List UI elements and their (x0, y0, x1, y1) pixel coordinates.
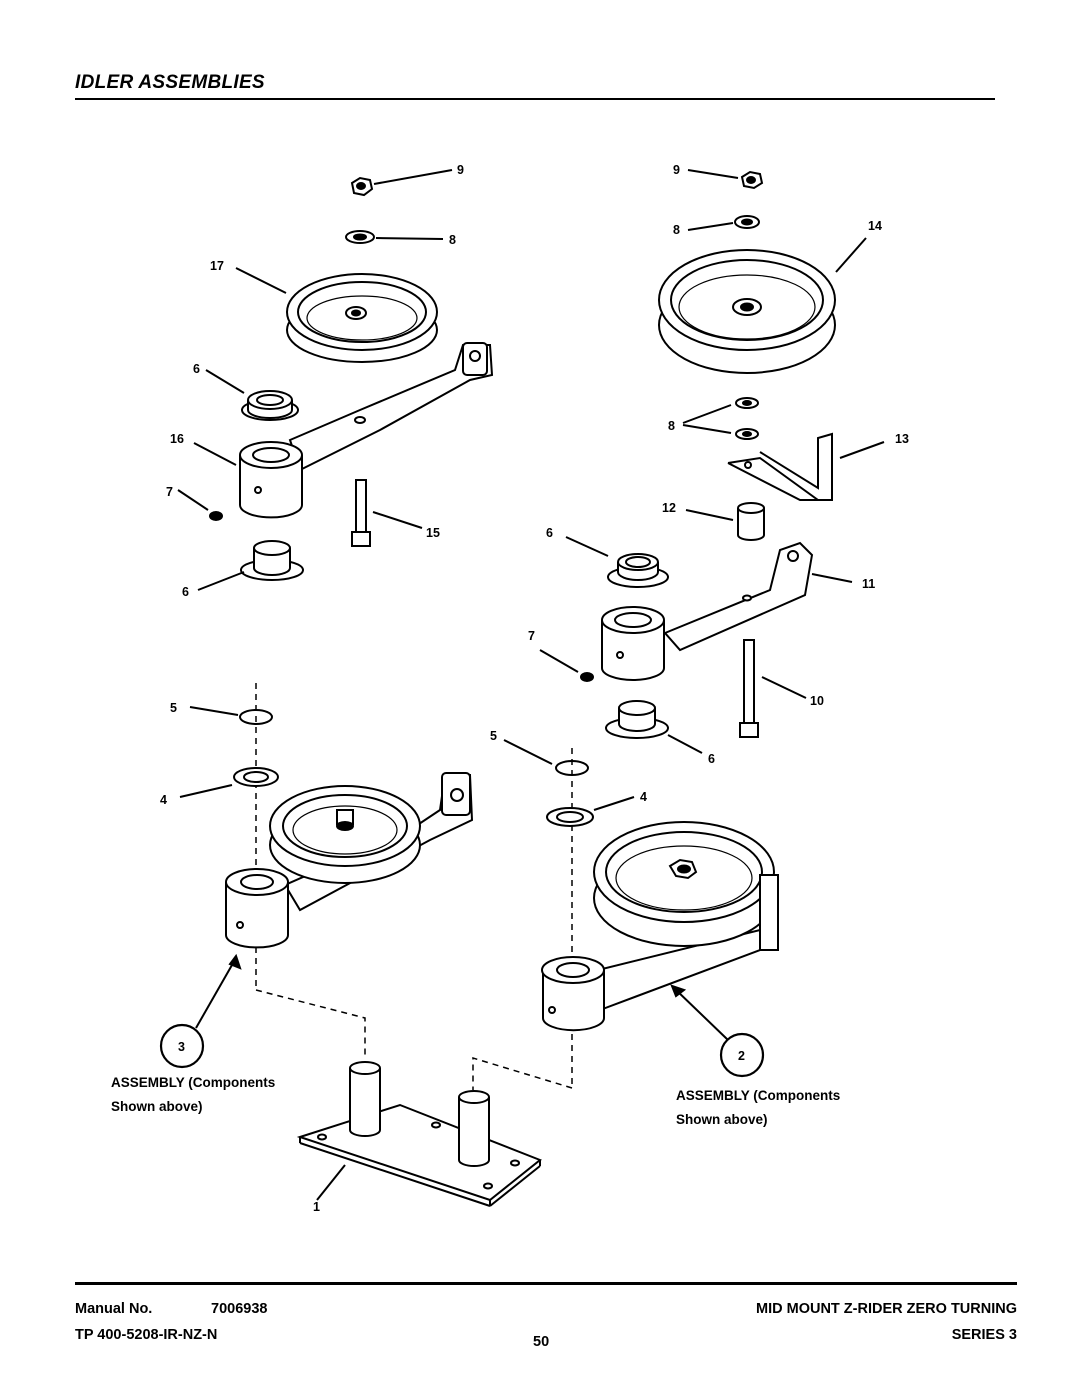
callout-6-left-top: 6 (193, 362, 200, 376)
assembly-3-circle (159, 1023, 205, 1069)
bolt-15 (351, 479, 371, 547)
bushing-right-top (607, 553, 669, 588)
set-screw-right (539, 649, 594, 682)
callout-13: 13 (895, 432, 909, 446)
assembly-3-number: 3 (178, 1040, 185, 1054)
assembly-2 (541, 821, 779, 1032)
callout-6-right-bottom: 6 (708, 752, 715, 766)
callout-5-left: 5 (170, 701, 177, 715)
retaining-ring-right (555, 760, 589, 776)
page-number: 50 (533, 1334, 550, 1350)
manual-label: Manual No. (75, 1301, 153, 1317)
idler-pulley-14 (658, 249, 836, 374)
footer-divider (75, 1282, 1017, 1285)
pivot-tube-16 (239, 441, 303, 519)
assembly-3-caption-line2: Shown above) (111, 1099, 203, 1114)
bracket-13 (727, 432, 833, 501)
spacer-12 (737, 502, 765, 541)
callout-7-right: 7 (528, 629, 535, 643)
callout-6-left-bottom: 6 (182, 585, 189, 599)
callout-7-left: 7 (166, 485, 173, 499)
assembly-3-caption-line1: ASSEMBLY (Components (111, 1075, 275, 1090)
washer-right-lower (546, 807, 594, 827)
callout-5-right: 5 (490, 729, 497, 743)
callout-8-right-mid: 8 (668, 419, 675, 433)
tp-code: TP 400-5208-IR-NZ-N (75, 1327, 218, 1343)
mounting-base-1 (296, 1061, 542, 1207)
washer-right-top (734, 215, 760, 229)
washer-left (345, 230, 375, 244)
assembly-2-caption-line1: ASSEMBLY (Components (676, 1088, 840, 1103)
product-name: MID MOUNT Z-RIDER ZERO TURNING (756, 1301, 1017, 1317)
washer-left-lower (233, 767, 279, 787)
assembly-3 (225, 772, 474, 949)
assembly-2-caption-line2: Shown above) (676, 1112, 768, 1127)
callout-1: 1 (313, 1200, 320, 1214)
callout-6-right-top: 6 (546, 526, 553, 540)
callout-4-left: 4 (160, 793, 167, 807)
callout-8-left: 8 (449, 233, 456, 247)
assembly-2-number: 2 (738, 1049, 745, 1063)
idler-arm-11 (601, 541, 814, 681)
callout-17: 17 (210, 259, 224, 273)
bolt-10 (739, 639, 759, 738)
page-title: IDLER ASSEMBLIES (75, 72, 265, 93)
hex-nut-left (350, 176, 374, 197)
callout-9-left: 9 (457, 163, 464, 177)
manual-number: 7006938 (211, 1301, 268, 1317)
title-divider (75, 98, 995, 100)
assembly-2-circle (719, 1032, 765, 1078)
callout-9-right: 9 (673, 163, 680, 177)
callout-14: 14 (868, 219, 882, 233)
bushing-left-bottom (240, 540, 304, 581)
callout-12: 12 (662, 501, 676, 515)
callout-10: 10 (810, 694, 824, 708)
set-screw-left (177, 489, 223, 521)
washer-right-mid-a (735, 397, 759, 409)
callout-11: 11 (862, 577, 875, 591)
callout-16: 16 (170, 432, 184, 446)
bushing-right-bottom (605, 700, 669, 739)
callout-8-right: 8 (673, 223, 680, 237)
bushing-left-top (241, 390, 299, 421)
callout-4-right: 4 (640, 790, 647, 804)
series-label: SERIES 3 (951, 1327, 1017, 1343)
retaining-ring-left (239, 709, 273, 725)
idler-pulley-17 (286, 273, 494, 472)
callout-15: 15 (426, 526, 440, 540)
hex-nut-right (740, 170, 764, 190)
washer-right-mid-b (735, 428, 759, 440)
